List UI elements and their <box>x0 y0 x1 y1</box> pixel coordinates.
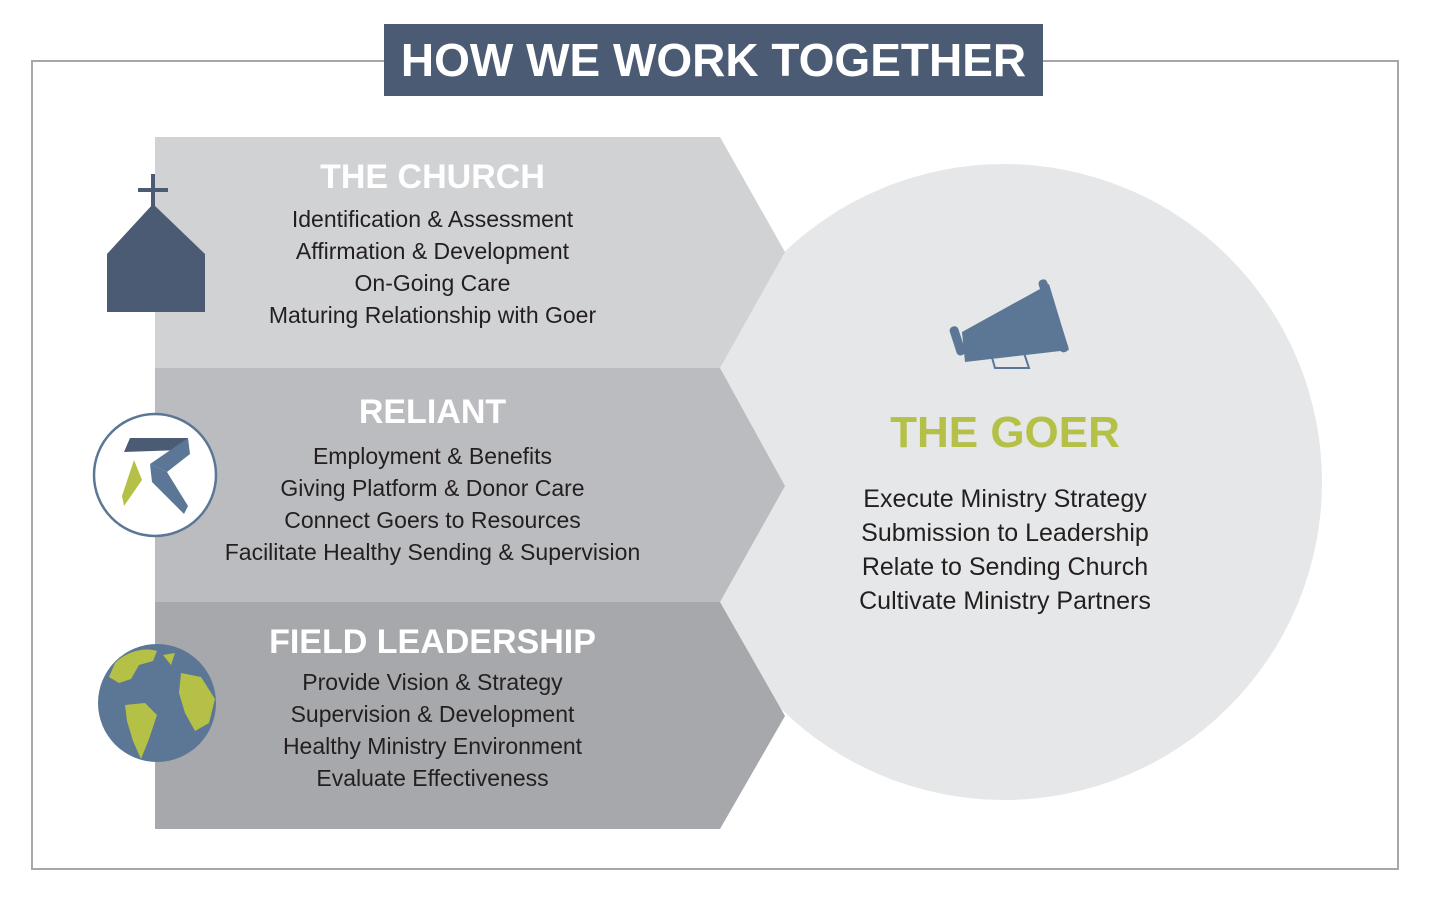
church-icon <box>107 174 205 312</box>
goer-item: Cultivate Ministry Partners <box>859 587 1151 615</box>
goer-section: THE GOER Execute Ministry Strategy Submi… <box>800 408 1210 618</box>
reliant-logo-icon <box>92 412 218 538</box>
field-leadership-item: Provide Vision & Strategy <box>302 669 563 695</box>
field-leadership-item: Healthy Ministry Environment <box>282 733 583 759</box>
goer-heading: THE GOER <box>890 408 1120 457</box>
reliant-chevron <box>155 368 785 602</box>
field-leadership-heading: FIELD LEADERSHIP <box>269 623 596 661</box>
church-section: THE CHURCH Identification & Assessment A… <box>155 158 710 331</box>
church-item: Maturing Relationship with Goer <box>268 302 597 328</box>
goer-item: Submission to Leadership <box>861 519 1149 547</box>
megaphone-icon <box>949 279 1069 369</box>
church-item: Identification & Assessment <box>291 206 574 232</box>
goer-item: Execute Ministry Strategy <box>863 485 1147 513</box>
goer-circle <box>686 164 1322 800</box>
field-leadership-section: FIELD LEADERSHIP Provide Vision & Strate… <box>155 623 710 794</box>
field-leadership-item: Supervision & Development <box>290 701 575 727</box>
reliant-item: Connect Goers to Resources <box>284 507 581 533</box>
reliant-item: Facilitate Healthy Sending & Supervision <box>224 539 641 565</box>
globe-icon <box>98 644 216 762</box>
reliant-heading: RELIANT <box>358 393 507 431</box>
reliant-item: Employment & Benefits <box>312 443 553 469</box>
church-item: Affirmation & Development <box>295 238 570 264</box>
reliant-section: RELIANT Employment & Benefits Giving Pla… <box>155 393 710 568</box>
church-chevron <box>155 137 785 368</box>
goer-item: Relate to Sending Church <box>861 553 1149 581</box>
field-leadership-item: Evaluate Effectiveness <box>316 765 549 791</box>
church-item: On-Going Care <box>354 270 511 296</box>
church-heading: THE CHURCH <box>320 158 545 196</box>
field-leadership-chevron <box>155 602 785 829</box>
reliant-item: Giving Platform & Donor Care <box>280 475 585 501</box>
page-title: HOW WE WORK TOGETHER <box>384 24 1043 96</box>
